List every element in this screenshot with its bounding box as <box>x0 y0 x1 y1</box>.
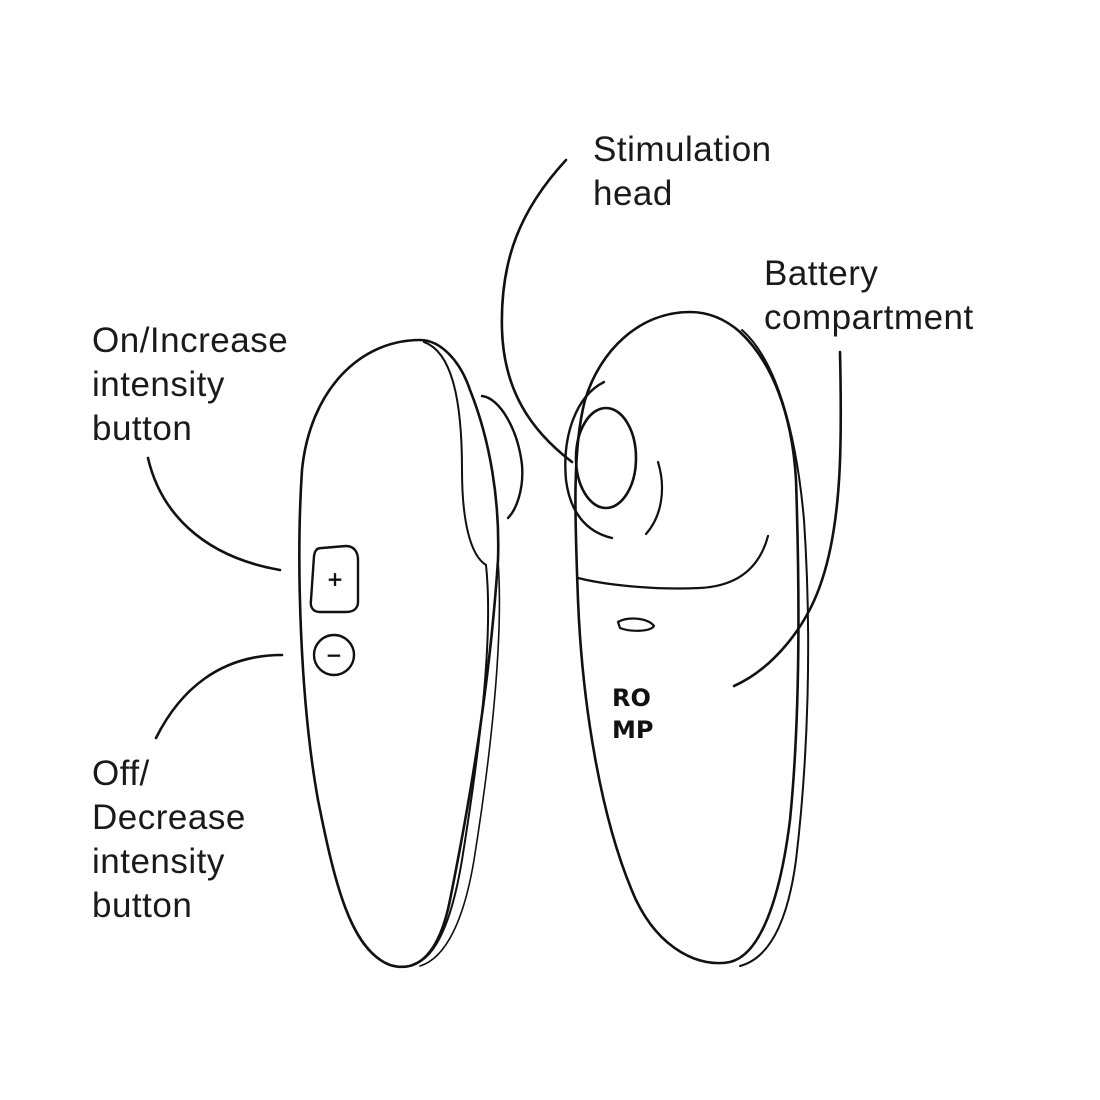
left-device: + − <box>298 338 524 968</box>
left-device-head <box>480 394 524 520</box>
label-text: Stimulation <box>593 130 772 169</box>
leader-battery-compartment <box>732 350 843 688</box>
stimulation-head-ring <box>644 460 664 536</box>
indicator-light <box>616 617 656 632</box>
right-device-body <box>574 310 800 965</box>
increase-button[interactable]: + <box>309 544 360 614</box>
label-text: button <box>92 409 193 448</box>
left-device-body <box>298 338 500 968</box>
label-text: button <box>92 886 193 925</box>
minus-icon: − <box>326 643 343 667</box>
label-text: Battery <box>764 254 879 293</box>
stimulation-head-opening <box>574 406 638 510</box>
right-device-cap-seam <box>576 534 770 590</box>
label-text: intensity <box>92 842 225 881</box>
leader-on-increase <box>146 456 282 572</box>
label-text: Off/ <box>92 754 150 793</box>
left-device-back-line-1 <box>413 564 490 965</box>
label-off-decrease: Off/ Decrease intensity button <box>92 752 246 928</box>
label-text: Decrease <box>92 798 246 837</box>
label-text: intensity <box>92 365 225 404</box>
decrease-button[interactable]: − <box>312 633 356 677</box>
label-battery-compartment: Battery compartment <box>764 252 974 340</box>
left-device-back-line-2 <box>419 559 501 967</box>
label-text: On/Increase <box>92 321 289 360</box>
stimulation-head-outer <box>564 380 614 540</box>
label-on-increase: On/Increase intensity button <box>92 319 288 451</box>
label-text: compartment <box>764 298 974 337</box>
label-stimulation-head: Stimulation head <box>593 128 772 216</box>
label-text: head <box>593 174 673 213</box>
plus-icon: + <box>327 567 344 591</box>
right-device: RO MP <box>564 310 810 967</box>
left-device-rim <box>423 341 487 566</box>
brand-logo-line-1: RO <box>612 684 651 712</box>
brand-logo-line-2: MP <box>612 716 653 744</box>
leader-stimulation-head <box>500 158 574 464</box>
right-device-rim <box>739 329 810 967</box>
leader-off-decrease <box>154 653 284 740</box>
